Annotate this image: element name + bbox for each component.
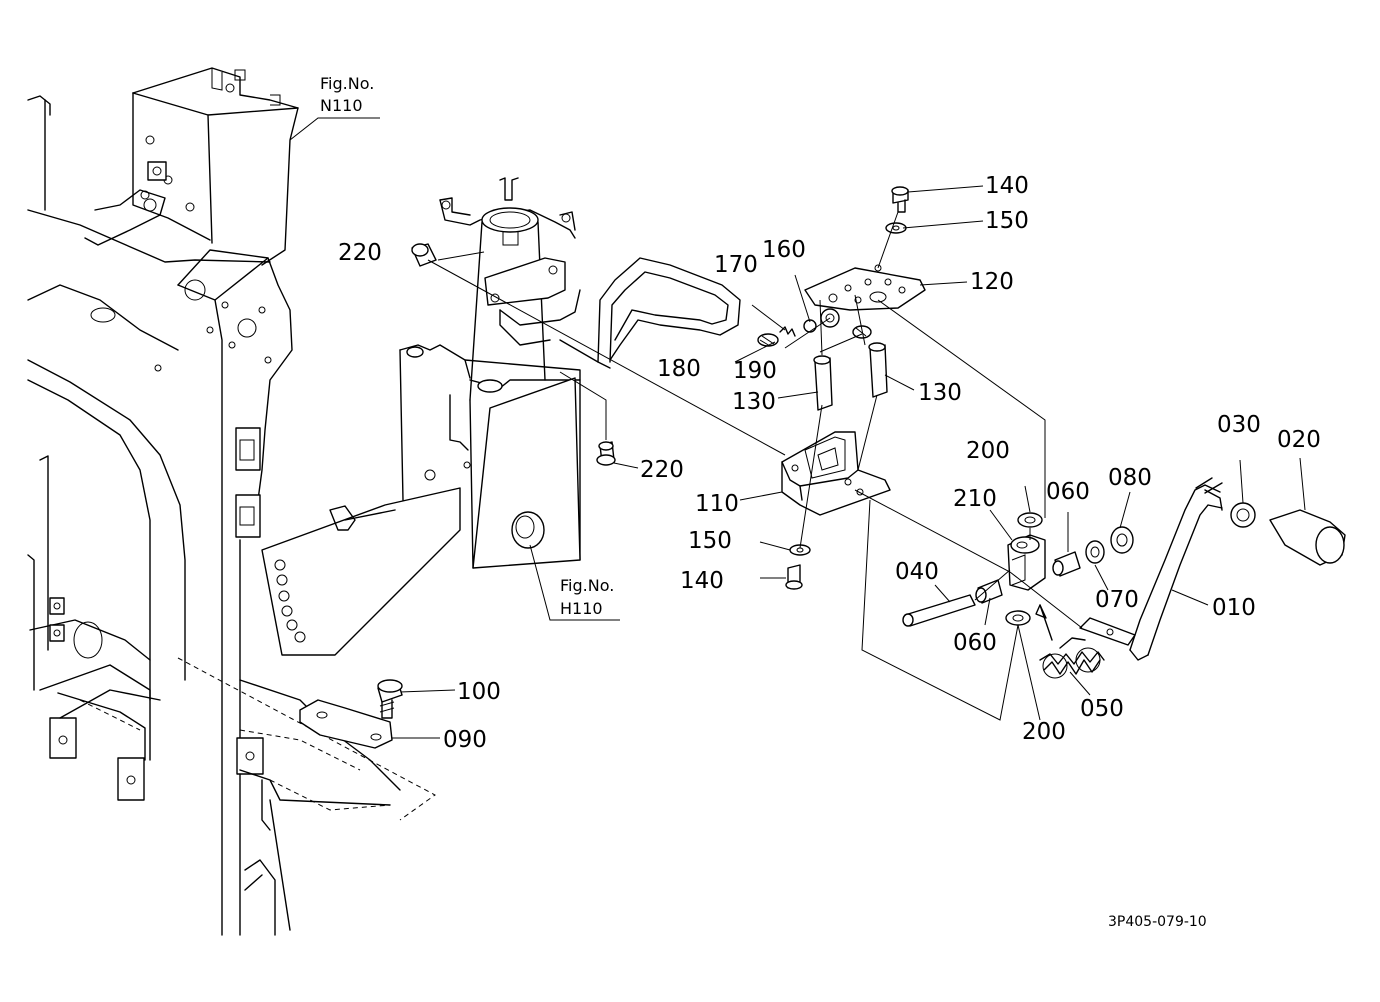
spring-050	[1035, 604, 1105, 679]
callout-220-lower: 220	[640, 457, 684, 483]
callout-040: 040	[895, 559, 939, 585]
fig-ref-n110-label: Fig.No.	[320, 74, 374, 93]
callout-050: 050	[1080, 696, 1124, 722]
callout-210: 210	[953, 486, 997, 512]
callout-150-top: 150	[985, 208, 1029, 234]
callout-100: 100	[457, 679, 501, 705]
callout-110: 110	[695, 491, 739, 517]
callout-160: 160	[762, 237, 806, 263]
callout-200-bottom: 200	[1022, 719, 1066, 745]
main-frame	[27, 67, 436, 936]
fig-ref-h110-number: H110	[560, 599, 603, 618]
fig-ref-n110-number: N110	[320, 96, 363, 115]
steering-column-assembly	[261, 177, 741, 656]
callout-140-top: 140	[985, 173, 1029, 199]
bolts-washers-140-150	[411, 186, 909, 590]
callout-020: 020	[1277, 427, 1321, 453]
lever-bracket-120	[804, 264, 926, 311]
fig-ref-h110-label: Fig.No.	[560, 576, 614, 595]
callout-080: 080	[1108, 465, 1152, 491]
lever-010	[1079, 477, 1223, 661]
assembly-lines	[289, 117, 1306, 739]
drawing-code: 3P405-079-10	[1108, 914, 1207, 930]
callout-060-right: 060	[1046, 479, 1090, 505]
callout-060-left: 060	[953, 630, 997, 656]
small-parts-160-190	[757, 308, 872, 347]
callout-130-left: 130	[732, 389, 776, 415]
callout-labels: 140 150 120 220 170 160 180 190 130 130 …	[338, 173, 1321, 753]
knob-020-nut-030	[1230, 502, 1346, 566]
pivot-210	[1005, 512, 1046, 626]
lever-guide-110	[781, 431, 891, 516]
callout-120: 120	[970, 269, 1014, 295]
callout-200-top: 200	[966, 438, 1010, 464]
figure-references: Fig.No. N110 Fig.No. H110	[320, 74, 614, 618]
callout-190: 190	[733, 358, 777, 384]
callout-170: 170	[714, 252, 758, 278]
callout-180: 180	[657, 356, 701, 382]
callout-220-upper: 220	[338, 240, 382, 266]
callout-150-bottom: 150	[688, 528, 732, 554]
callout-010: 010	[1212, 595, 1256, 621]
callout-140-bottom: 140	[680, 568, 724, 594]
callout-070: 070	[1095, 587, 1139, 613]
callout-030: 030	[1217, 412, 1261, 438]
pin-040-collar-060	[902, 551, 1081, 627]
bushings-130	[813, 342, 888, 411]
callout-130-right: 130	[918, 380, 962, 406]
plate-090-bolt-100	[299, 679, 403, 749]
callout-090: 090	[443, 727, 487, 753]
washers-070-080	[1085, 526, 1134, 564]
